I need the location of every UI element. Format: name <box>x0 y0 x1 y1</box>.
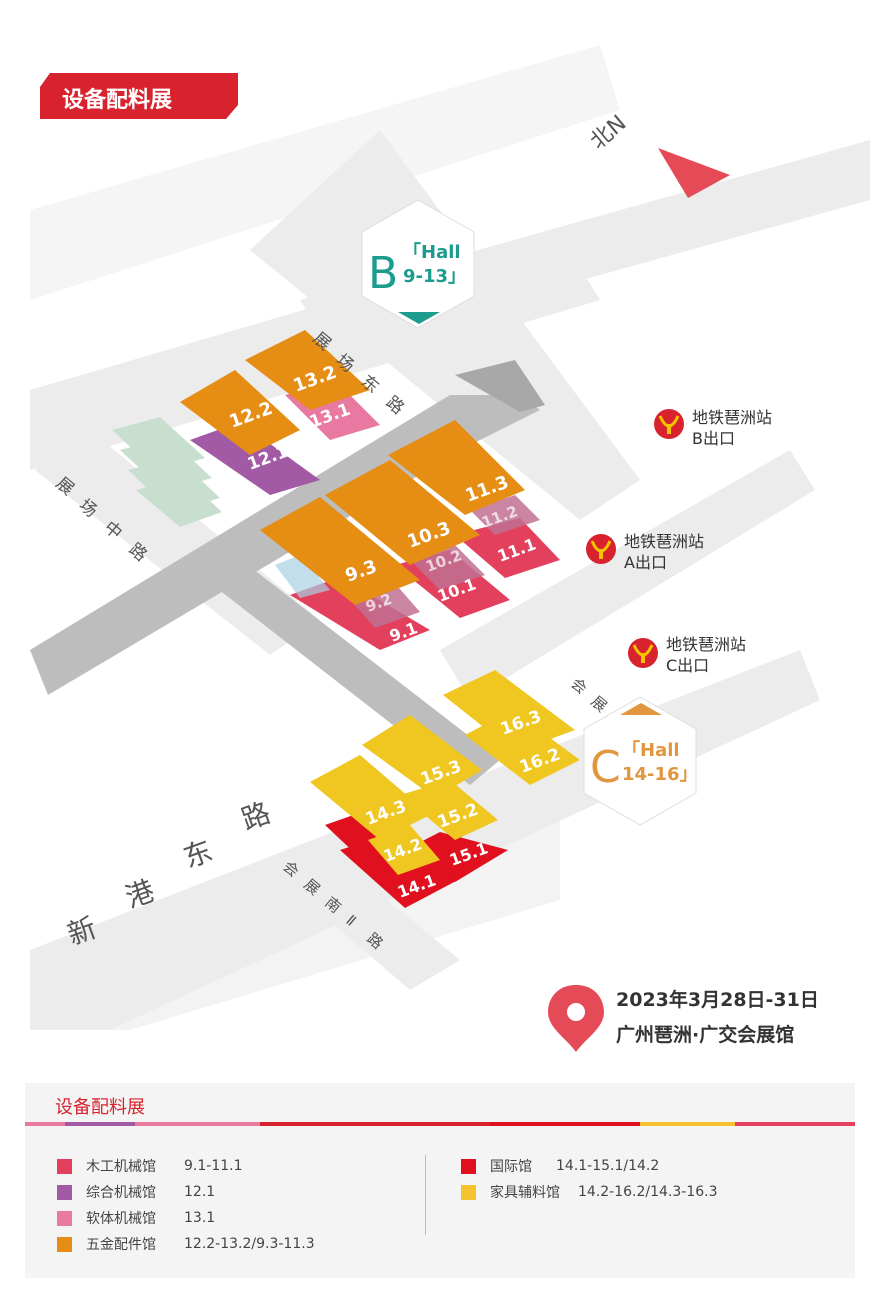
entrance-c-marker[interactable]: C 「Hall 14-16」 <box>583 696 698 826</box>
legend-item: 软体机械馆 13.1 <box>57 1205 315 1231</box>
hall-14-3[interactable] <box>310 755 430 840</box>
road-xingang-dong-3: 东 <box>179 834 217 875</box>
metro-a-line2: A出口 <box>624 553 667 572</box>
legend-item: 五金配件馆 12.2-13.2/9.3-11.3 <box>57 1231 315 1257</box>
hall-16-3[interactable] <box>443 670 575 752</box>
hall-15-3[interactable] <box>362 715 482 798</box>
hall-10-3[interactable] <box>325 460 480 565</box>
legend-item-name: 国际馆 <box>490 1159 532 1175</box>
metro-a-exit[interactable]: 地铁琶洲站 A出口 <box>586 532 704 572</box>
green-blocks <box>112 417 222 527</box>
metro-b-line1: 地铁琶洲站 <box>692 408 772 427</box>
hall-15-1[interactable] <box>405 832 508 882</box>
road-xingang-dong-4: 路 <box>237 796 275 837</box>
legend-item: 家具辅料馆 14.2-16.2/14.3-16.3 <box>461 1179 718 1205</box>
entrance-c-line2: 14-16」 <box>622 764 698 785</box>
legend-swatch <box>57 1184 72 1200</box>
legend-color-bar <box>25 1122 855 1126</box>
legend-item-name: 五金配件馆 <box>86 1237 156 1253</box>
hall-9-2-shadow <box>275 555 330 598</box>
legend-item-name: 软体机械馆 <box>86 1211 156 1227</box>
entrance-b-letter: B <box>368 248 398 299</box>
legend-item-name: 家具辅料馆 <box>490 1185 560 1201</box>
metro-a-line1: 地铁琶洲站 <box>624 532 704 551</box>
hall-13-2[interactable] <box>245 330 370 410</box>
metro-c-exit[interactable]: 地铁琶洲站 C出口 <box>628 635 746 675</box>
event-venue: 广州琶洲·广交会展馆 <box>616 1024 795 1046</box>
legend-item-range: 14.1-15.1/14.2 <box>556 1158 660 1174</box>
entrance-b-line1: 「Hall <box>403 241 461 263</box>
location-pin-icon <box>548 985 604 1052</box>
legend-swatch <box>461 1158 476 1174</box>
metro-b-exit[interactable]: 地铁琶洲站 B出口 <box>654 408 772 448</box>
hall-16-2[interactable] <box>465 710 580 785</box>
legend-item-range: 14.2-16.2/14.3-16.3 <box>578 1184 718 1200</box>
road-zhanchang-dong-3: 东 <box>357 372 383 398</box>
metro-c-line2: C出口 <box>666 656 709 675</box>
hall-12-2[interactable] <box>180 370 300 455</box>
hall-14-2[interactable] <box>368 825 440 875</box>
road-huizhan-1: 会 <box>567 674 590 697</box>
hall-9-3[interactable] <box>260 497 420 605</box>
legend-item-range: 12.1 <box>184 1184 216 1200</box>
event-date: 2023年3月28日-31日 <box>616 989 819 1011</box>
entrance-b-line2: 9-13」 <box>403 266 466 287</box>
exhibition-map: 12.2 13.2 12.1 13.1 9.3 10.3 11.3 9.2 10… <box>30 110 870 1052</box>
road-zhanchang-dong-4: 路 <box>382 393 408 419</box>
hall-15-2[interactable] <box>400 780 498 840</box>
legend-item-name: 木工机械馆 <box>86 1159 156 1175</box>
legend-swatch <box>57 1158 72 1174</box>
legend-swatch <box>57 1210 72 1226</box>
entrance-b-marker[interactable]: B 「Hall 9-13」 <box>361 199 475 329</box>
legend-swatch <box>57 1236 72 1252</box>
title-banner: 设备配料展 <box>40 73 238 119</box>
event-info: 2023年3月28日-31日 广州琶洲·广交会展馆 <box>616 985 819 1047</box>
legend-panel: 设备配料展 木工机械馆 9.1-11.1 综合机械馆 12.1 软体机械馆 13… <box>25 1083 855 1278</box>
title-banner-shape <box>40 73 238 119</box>
entrance-c-line1: 「Hall <box>622 739 680 761</box>
hall-11-3[interactable] <box>388 420 525 515</box>
legend-item: 国际馆 14.1-15.1/14.2 <box>461 1153 718 1179</box>
metro-b-line2: B出口 <box>692 429 735 448</box>
legend-right-column: 国际馆 14.1-15.1/14.2 家具辅料馆 14.2-16.2/14.3-… <box>461 1153 718 1205</box>
page-title: 设备配料展 <box>62 88 173 113</box>
legend-item: 综合机械馆 12.1 <box>57 1179 315 1205</box>
legend-item: 木工机械馆 9.1-11.1 <box>57 1153 315 1179</box>
legend-title: 设备配料展 <box>55 1097 145 1118</box>
legend-item-range: 12.2-13.2/9.3-11.3 <box>184 1236 315 1252</box>
road-huizhan-2: 展 <box>587 692 610 715</box>
legend-item-range: 13.1 <box>184 1210 216 1226</box>
hall-9-1[interactable] <box>290 577 430 650</box>
legend-item-name: 综合机械馆 <box>86 1185 156 1201</box>
legend-left-column: 木工机械馆 9.1-11.1 综合机械馆 12.1 软体机械馆 13.1 五金配… <box>57 1153 315 1257</box>
hall-11-1[interactable] <box>455 518 560 578</box>
legend-swatch <box>461 1184 476 1200</box>
north-arrow-icon <box>658 148 730 198</box>
entrance-c-letter: C <box>590 742 621 793</box>
hall-12-1[interactable] <box>190 422 320 495</box>
metro-c-line1: 地铁琶洲站 <box>666 635 746 654</box>
legend-item-range: 9.1-11.1 <box>184 1158 243 1174</box>
legend-divider <box>425 1155 426 1235</box>
